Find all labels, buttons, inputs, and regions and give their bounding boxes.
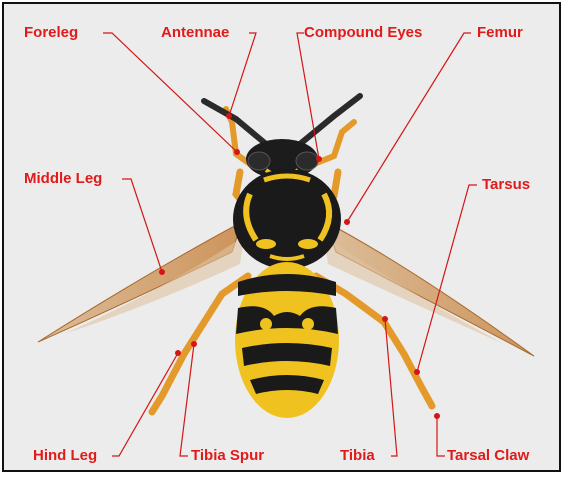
label-tibia-spur: Tibia Spur	[191, 447, 264, 465]
label-tarsus: Tarsus	[482, 176, 530, 194]
abdomen	[235, 262, 339, 418]
label-tarsal-claw: Tarsal Claw	[447, 447, 529, 465]
hind-leg-dot	[175, 350, 181, 356]
tibia-spur-dot	[191, 341, 197, 347]
label-tibia: Tibia	[340, 447, 375, 465]
label-femur: Femur	[477, 24, 523, 42]
label-compound-eyes: Compound Eyes	[304, 24, 422, 42]
label-antennae: Antennae	[161, 24, 229, 42]
label-middle-leg: Middle Leg	[24, 170, 102, 188]
compound-eyes-dot	[316, 156, 322, 162]
middle-leg-dot	[159, 269, 165, 275]
label-foreleg: Foreleg	[24, 24, 78, 42]
femur-leader-line	[347, 33, 471, 222]
middle-leg-leader-line	[122, 179, 162, 272]
hind-leg-leader-line	[112, 353, 178, 456]
wasp-illustration	[4, 4, 559, 470]
tarsal-claw-dot	[434, 413, 440, 419]
tarsal-claw-leader-line	[437, 416, 445, 456]
femur-dot	[344, 219, 350, 225]
tibia-dot	[382, 316, 388, 322]
antennae-dot	[226, 113, 232, 119]
antennae-shape	[204, 96, 360, 144]
antennae-leader-line	[229, 33, 256, 116]
label-hind-leg: Hind Leg	[33, 447, 97, 465]
foreleg-dot	[234, 149, 240, 155]
tarsus-dot	[414, 369, 420, 375]
thorax	[233, 169, 341, 269]
tarsus-leader-line	[417, 185, 477, 372]
anatomy-diagram: Foreleg Antennae Compound Eyes Femur Mid…	[2, 2, 561, 472]
foreleg-leader-line	[103, 33, 237, 152]
